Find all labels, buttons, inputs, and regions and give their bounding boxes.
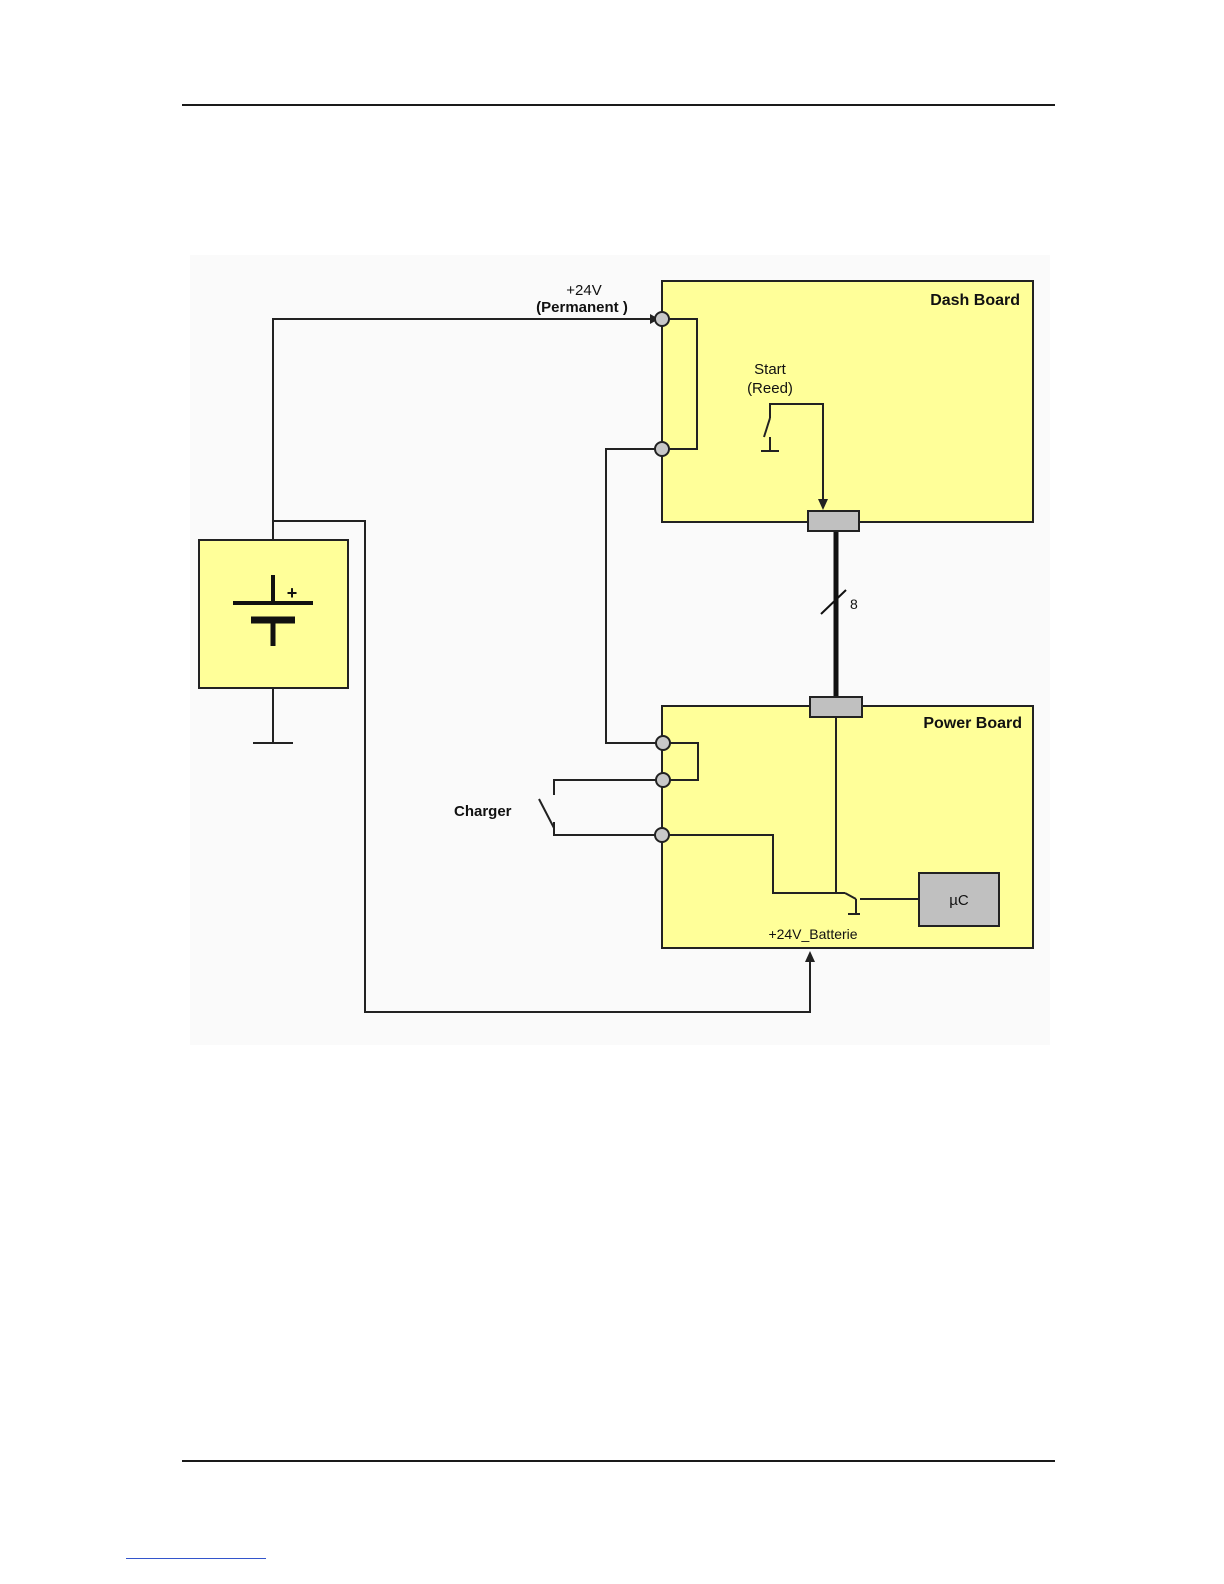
- terminal-power-2: [656, 773, 670, 787]
- bus-width-label: 8: [850, 596, 858, 612]
- power-board-label: Power Board: [923, 715, 1022, 732]
- dash-board: [662, 281, 1033, 522]
- battery-plus-label: +: [287, 583, 298, 603]
- terminal-dash-lower: [655, 442, 669, 456]
- power-board-connector: [810, 697, 862, 717]
- battery-rail-label: +24V_Batterie: [768, 926, 857, 942]
- microcontroller-label: µC: [949, 892, 969, 909]
- charger-label: Charger: [454, 803, 512, 820]
- terminal-power-1: [656, 736, 670, 750]
- terminal-permanent: [655, 312, 669, 326]
- supply-voltage-label: +24V: [566, 282, 601, 299]
- footer-link-underline: [126, 1558, 266, 1559]
- dash-board-connector: [808, 511, 859, 531]
- terminal-power-3: [655, 828, 669, 842]
- start-label: Start: [754, 361, 787, 378]
- battery-block: [199, 540, 348, 688]
- footer-rule: [182, 1460, 1055, 1462]
- dash-board-label: Dash Board: [930, 292, 1020, 309]
- reed-label: (Reed): [747, 380, 793, 397]
- supply-permanent-label: (Permanent ): [536, 299, 628, 316]
